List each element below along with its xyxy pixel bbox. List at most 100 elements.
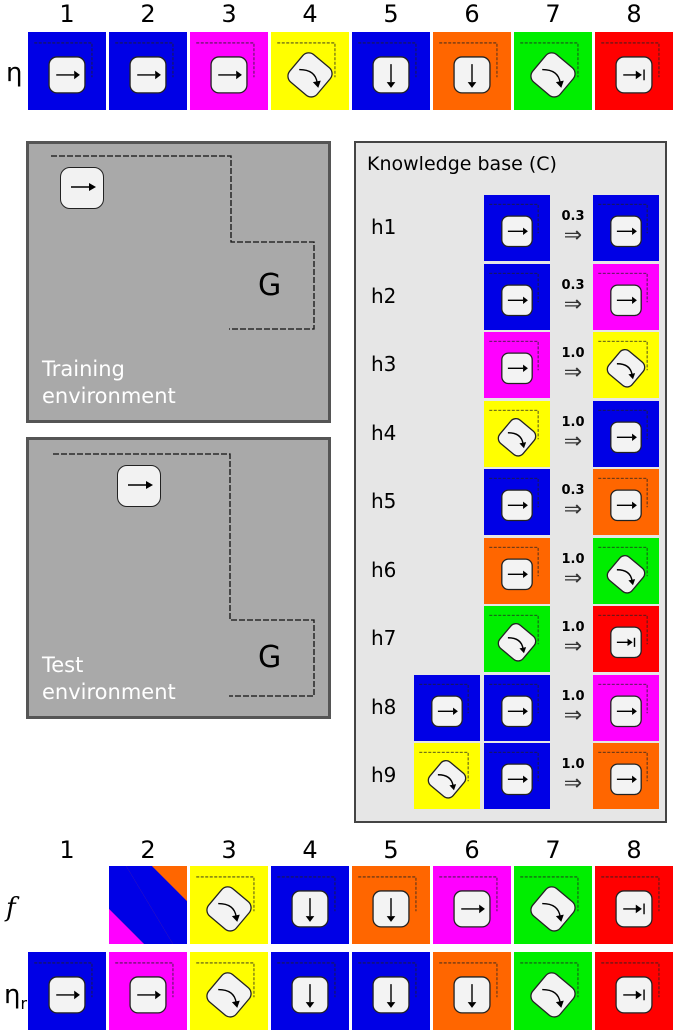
robot-icon bbox=[117, 465, 161, 507]
arrow-turn-icon bbox=[520, 962, 579, 1018]
arrow-right-icon bbox=[598, 409, 648, 453]
arrow-down-icon bbox=[358, 876, 417, 928]
wall-hint bbox=[598, 546, 648, 576]
arrow-down-icon bbox=[358, 962, 417, 1014]
eta-r-tile bbox=[190, 952, 268, 1030]
wall-hint bbox=[196, 42, 255, 78]
rule-effect-tile bbox=[593, 606, 659, 672]
wall-hint bbox=[489, 614, 539, 645]
rule-probability: 1.0 bbox=[561, 688, 585, 704]
rule-effect-tile bbox=[593, 332, 659, 398]
arrow-right-icon bbox=[489, 203, 539, 248]
rule-label: h2 bbox=[371, 283, 397, 308]
wall-hint bbox=[115, 962, 174, 998]
implies-arrow-icon: ⇒ bbox=[563, 702, 583, 728]
wall-hint bbox=[598, 751, 648, 782]
knowledge-base-title: Knowledge base (C) bbox=[367, 153, 557, 175]
implies-arrow-icon: ⇒ bbox=[563, 360, 583, 385]
rule-effect-tile bbox=[593, 195, 659, 261]
rule-label: h9 bbox=[371, 763, 397, 787]
eta-r-symbol: η bbox=[4, 980, 21, 1010]
wall-hint bbox=[277, 962, 336, 998]
eta-r-tile bbox=[271, 952, 349, 1030]
wall-hint bbox=[598, 203, 648, 234]
implies-arrow-icon: ⇒ bbox=[563, 291, 583, 317]
rule-precondition-tile bbox=[484, 674, 550, 741]
f-tile bbox=[271, 866, 349, 944]
eta-tile bbox=[433, 32, 511, 110]
arrow-right-icon bbox=[598, 751, 648, 796]
arrow-right-icon bbox=[128, 481, 153, 489]
arrow-right-icon bbox=[598, 203, 648, 248]
wall-hint bbox=[277, 876, 336, 912]
wall-hint bbox=[598, 272, 648, 302]
column-number: 6 bbox=[464, 836, 480, 864]
wall-hint bbox=[34, 42, 93, 78]
wall-hint bbox=[489, 203, 539, 234]
rule-precondition-tile bbox=[484, 537, 550, 604]
column-number: 3 bbox=[221, 836, 237, 864]
arrow-right-icon bbox=[115, 42, 174, 94]
wall-hint bbox=[489, 546, 539, 576]
column-number: 1 bbox=[59, 836, 75, 864]
column-number: 7 bbox=[545, 836, 561, 864]
eta-r-row-label: ηr bbox=[4, 980, 27, 1013]
arrow-stop-icon bbox=[601, 42, 660, 94]
wall-hint bbox=[520, 962, 579, 998]
column-number: 8 bbox=[626, 0, 642, 28]
arrow-right-icon bbox=[34, 42, 93, 94]
arrow-turn-icon bbox=[489, 614, 539, 662]
rule-probability: 1.0 bbox=[561, 346, 585, 361]
wall-hint bbox=[598, 477, 648, 508]
goal-marker: G bbox=[258, 268, 282, 303]
arrow-turn-icon bbox=[598, 546, 648, 594]
column-number: 2 bbox=[140, 836, 156, 864]
rule-precondition-tile bbox=[484, 195, 550, 261]
column-number: 2 bbox=[140, 0, 156, 28]
wall-hint bbox=[489, 409, 539, 439]
rule-effect-tile bbox=[593, 674, 659, 741]
wall-hint bbox=[196, 876, 255, 912]
rule-precondition-tile bbox=[484, 743, 550, 809]
rule-label: h3 bbox=[371, 352, 397, 376]
rule-precondition-tile bbox=[484, 400, 550, 467]
arrow-right-icon bbox=[598, 477, 648, 522]
wall-hint bbox=[598, 409, 648, 439]
split-color-swatch bbox=[109, 866, 187, 944]
wall-hint bbox=[489, 683, 539, 713]
wall-hint bbox=[419, 751, 469, 782]
eta-r-tile bbox=[28, 952, 106, 1030]
implies-arrow-icon: ⇒ bbox=[563, 634, 583, 659]
rule-precondition-tile bbox=[414, 743, 480, 809]
rule-probability: 1.0 bbox=[561, 757, 585, 772]
rule-effect-tile bbox=[593, 400, 659, 467]
test-environment: G Test environment bbox=[26, 437, 331, 719]
eta-row-label: η bbox=[6, 58, 23, 88]
arrow-down-icon bbox=[439, 42, 498, 94]
wall-hint bbox=[601, 962, 660, 998]
wall-hint bbox=[196, 962, 255, 998]
arrow-turn-icon bbox=[520, 42, 579, 98]
column-number: 5 bbox=[383, 836, 399, 864]
column-number: 5 bbox=[383, 0, 399, 28]
column-number: 4 bbox=[302, 0, 318, 28]
rule-label: h7 bbox=[371, 626, 397, 650]
arrow-right-icon bbox=[439, 876, 498, 928]
rule-label: h8 bbox=[371, 694, 397, 719]
implies-arrow-icon: ⇒ bbox=[563, 428, 583, 454]
f-tile bbox=[352, 866, 430, 944]
rule-precondition-tile bbox=[414, 674, 480, 741]
wall-hint bbox=[520, 42, 579, 78]
eta-tile bbox=[595, 32, 673, 110]
eta-tile bbox=[271, 32, 349, 110]
column-number: 6 bbox=[464, 0, 480, 28]
rule-precondition-tile bbox=[484, 263, 550, 330]
arrow-right-icon bbox=[419, 683, 469, 727]
wall-hint bbox=[358, 962, 417, 998]
training-environment: G Training environment bbox=[26, 141, 331, 423]
rule-probability: 1.0 bbox=[561, 414, 585, 430]
wall-hint bbox=[598, 614, 648, 645]
arrow-turn-icon bbox=[520, 876, 579, 932]
column-number: 4 bbox=[302, 836, 318, 864]
rule-label: h6 bbox=[371, 557, 397, 582]
